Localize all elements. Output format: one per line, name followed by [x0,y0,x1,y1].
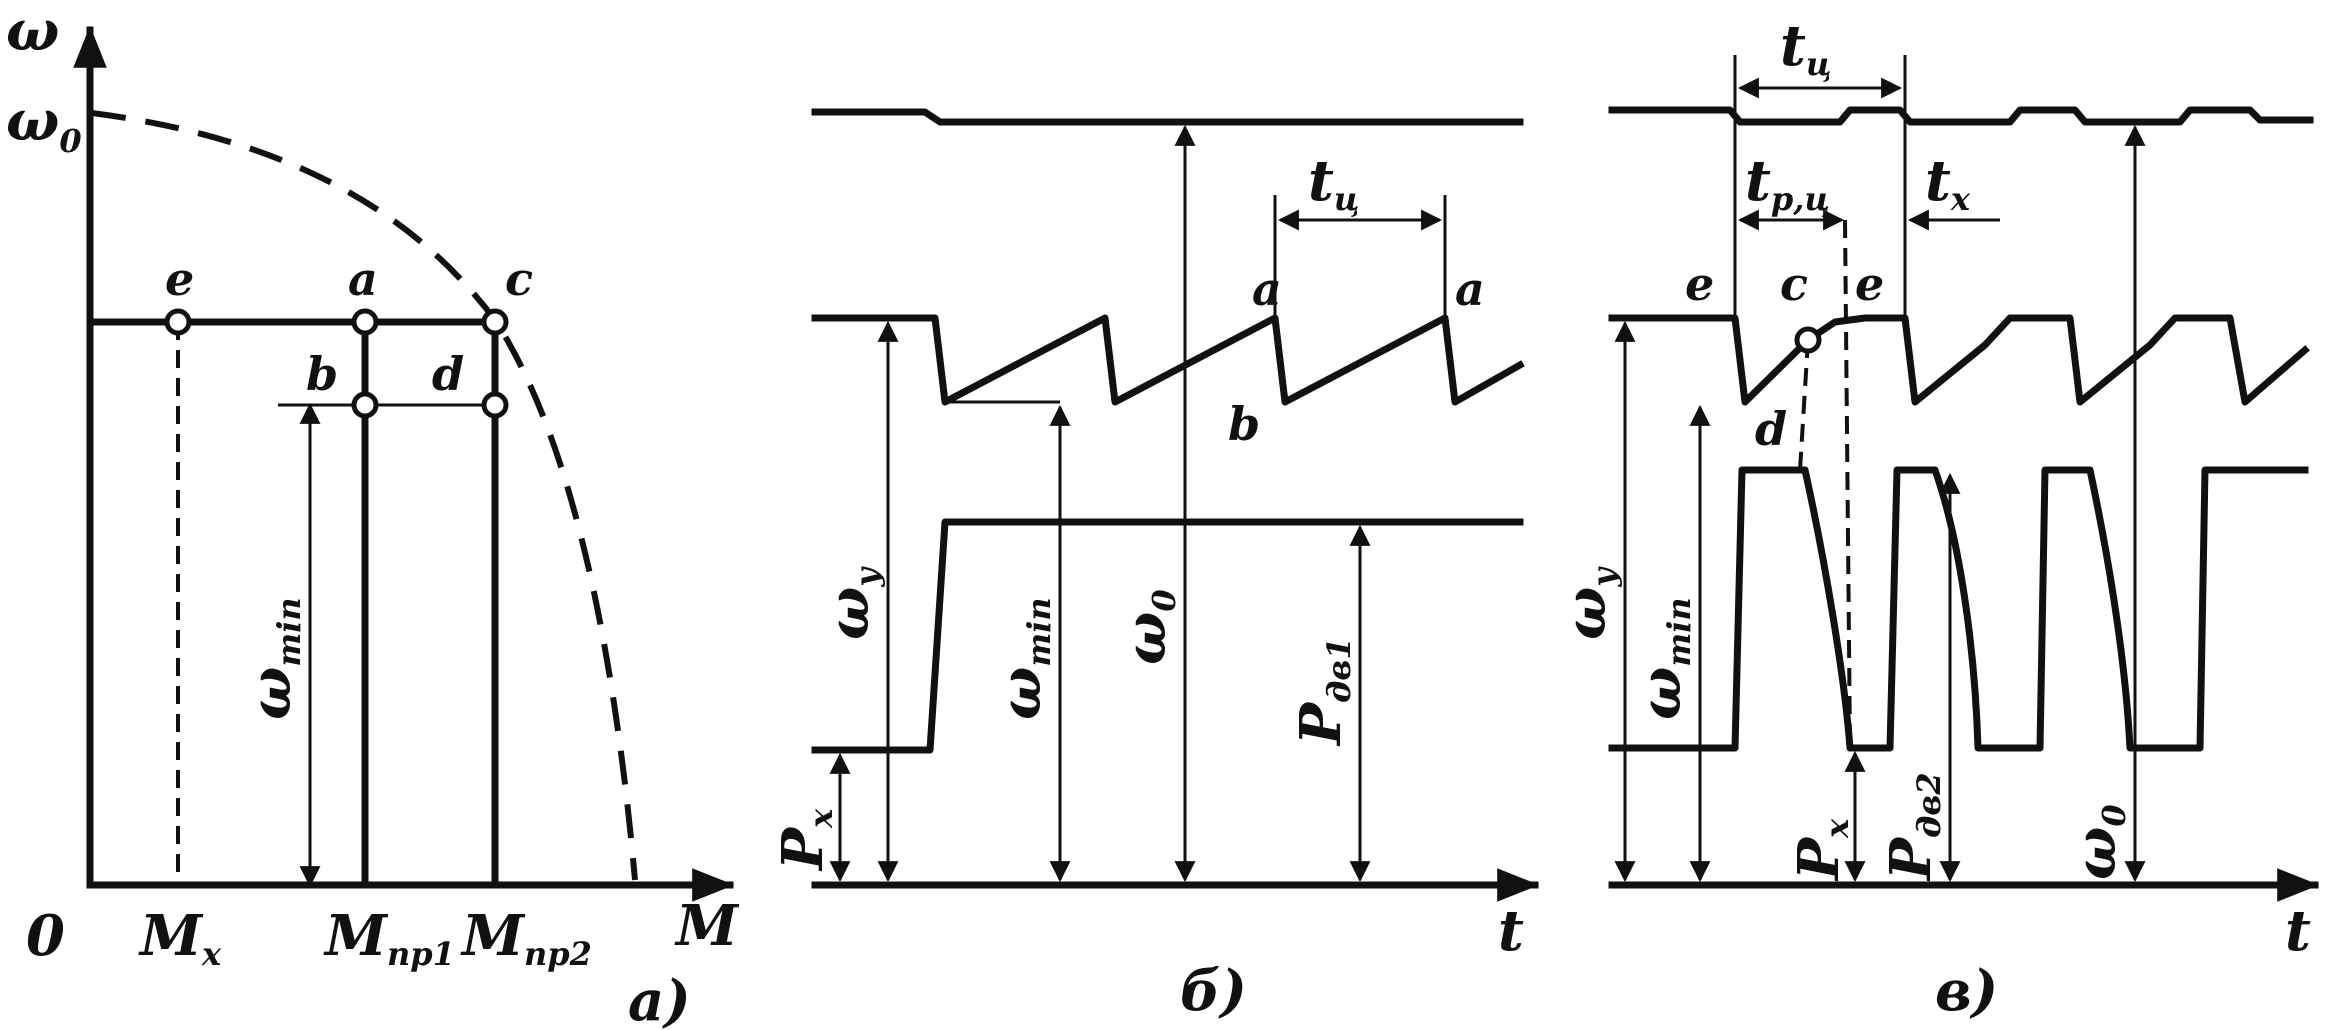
b-omega-y-label: ωy [816,566,886,640]
c-label-d: d [1755,402,1787,456]
b-omega0-label: ω0 [1113,589,1183,665]
a-label-e: e [165,252,194,306]
c-speed-curve [1608,314,2310,406]
a-caption: a) [628,968,691,1030]
b-tc-label: tц [1308,148,1360,218]
a-origin-label: 0 [26,903,65,969]
c-px-label: Px [1786,818,1856,882]
b-omega0-line [811,108,1524,126]
a-point-d [481,391,509,419]
c-label-e1: e [1685,257,1714,311]
b-pdv1-label: Pдв1 [1288,637,1358,747]
panel-a: ω ω0 e a c b d 0 M Mx Mпр1 Mпр2 ωmin a) [6,0,740,1030]
c-power-curve [1608,466,2309,752]
b-caption: б) [1180,958,1247,1024]
c-tpc-label: tр,ц [1745,148,1830,218]
c-pdv2-label: Pдв2 [1878,772,1948,882]
b-omega-min-label: ωmin [988,597,1058,720]
a-point-b [351,391,379,419]
c-dashed-cycle [1843,219,1852,749]
c-caption: в) [1935,958,1998,1024]
a-label-d: d [432,347,464,401]
b-speed-curve [811,314,1525,406]
b-px-label: Px [770,808,840,872]
c-omega-y-label: ωy [1553,566,1623,640]
panel-c: tц tр,ц tx e e c d ωy ωmin Px Pдв2 ω0 t … [1553,13,2320,1024]
b-label-a2: a [1455,262,1485,316]
a-label-c: c [505,252,533,306]
a-omega0-label: ω0 [6,88,82,160]
a-point-e [164,308,192,336]
a-axis-x-label: M [674,893,740,959]
a-omega-min-label: ωmin [238,597,308,720]
a-point-a [351,308,379,336]
c-dashed-cd [1798,339,1810,471]
panel-b: a a b tц ωy ωmin ω0 Pдв1 Px t б) [770,108,1540,1024]
a-label-a: a [348,252,378,306]
a-characteristic-curve [91,110,638,881]
c-tc-label: tц [1780,13,1832,83]
a-mx-label: Mx [138,903,222,973]
b-label-b: b [1228,397,1260,451]
a-point-c [481,308,509,336]
c-label-e2: e [1855,257,1884,311]
a-mpr2-label: Mпр2 [460,903,592,973]
c-t-axis-label: t [2285,898,2311,964]
c-omega0-label: ω0 [2063,804,2133,880]
b-label-a1: a [1252,262,1282,316]
c-omega-min-label: ωmin [1628,597,1698,720]
a-axis-y-label: ω [6,0,59,64]
c-omega0-line [1608,106,2314,126]
b-t-axis-label: t [1498,898,1524,964]
b-power-curve [811,518,1524,754]
a-mpr1-label: Mпр1 [323,903,455,973]
c-point-c [1794,326,1822,354]
c-tx-label: tx [1925,148,1971,218]
a-label-b: b [306,347,338,401]
c-label-c: c [1780,257,1808,311]
